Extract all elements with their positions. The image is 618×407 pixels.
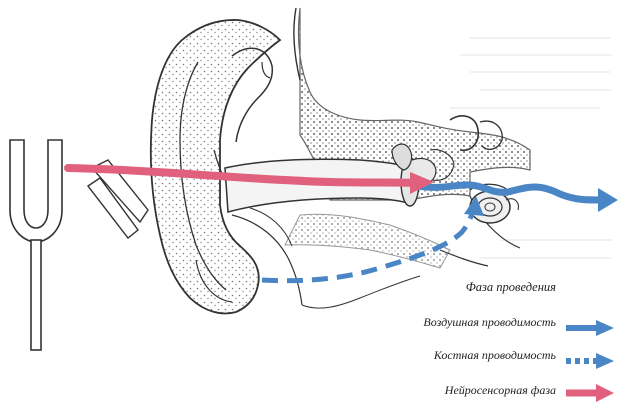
legend-swatch-bone (566, 353, 614, 369)
legend-label-bone: Костная проводимость (433, 348, 557, 362)
tuning-fork (10, 140, 62, 350)
air-conduction-arrowhead (598, 188, 618, 212)
legend: Воздушная проводимость Костная проводимо… (423, 315, 614, 402)
legend-swatch-neuro (566, 384, 614, 402)
legend-swatch-air (566, 320, 614, 336)
lower-bone-region (285, 214, 450, 268)
legend-label-neuro: Нейросенсорная фаза (444, 383, 556, 397)
diagram-title: Фаза проведения (466, 280, 556, 294)
legend-label-air: Воздушная проводимость (423, 315, 556, 329)
